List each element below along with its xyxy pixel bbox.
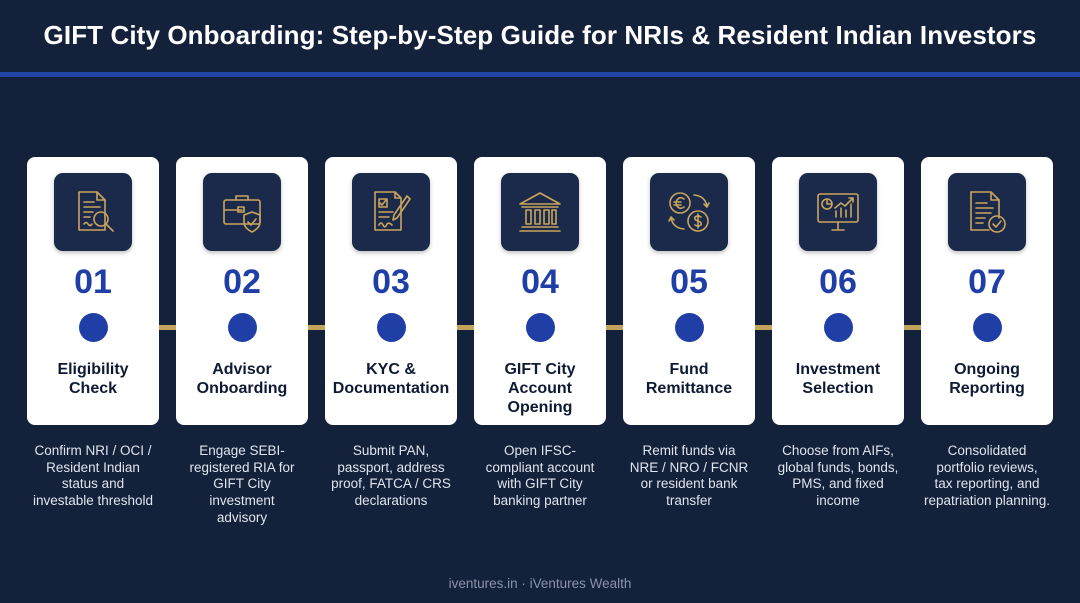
timeline-dot-07 [973, 313, 1002, 342]
bank-building-icon [501, 173, 579, 251]
timeline-dot-01 [79, 313, 108, 342]
step-label: KYC &Documentation [332, 361, 450, 397]
step-number: 04 [521, 263, 559, 301]
step-number: 02 [223, 263, 261, 301]
step-description-06: Choose from AIFs,global funds, bonds,PMS… [777, 443, 899, 509]
document-search-icon [54, 173, 132, 251]
step-number: 06 [819, 263, 857, 301]
document-check-icon [948, 173, 1026, 251]
timeline-dot-02 [228, 313, 257, 342]
title-divider [0, 72, 1080, 77]
timeline-dot-03 [377, 313, 406, 342]
timeline-dot-06 [824, 313, 853, 342]
timeline-dot-04 [526, 313, 555, 342]
currency-exchange-icon [650, 173, 728, 251]
step-number: 05 [670, 263, 708, 301]
step-number: 07 [968, 263, 1006, 301]
timeline-dot-05 [675, 313, 704, 342]
page-title: GIFT City Onboarding: Step-by-Step Guide… [43, 20, 1037, 50]
step-number: 03 [372, 263, 410, 301]
footer-credit: iventures.in · iVentures Wealth [448, 576, 632, 591]
step-number: 01 [74, 263, 112, 301]
step-card-03: 03 KYC &Documentation [325, 157, 457, 425]
briefcase-shield-icon [203, 173, 281, 251]
document-signature-icon [352, 173, 430, 251]
chart-monitor-icon [799, 173, 877, 251]
